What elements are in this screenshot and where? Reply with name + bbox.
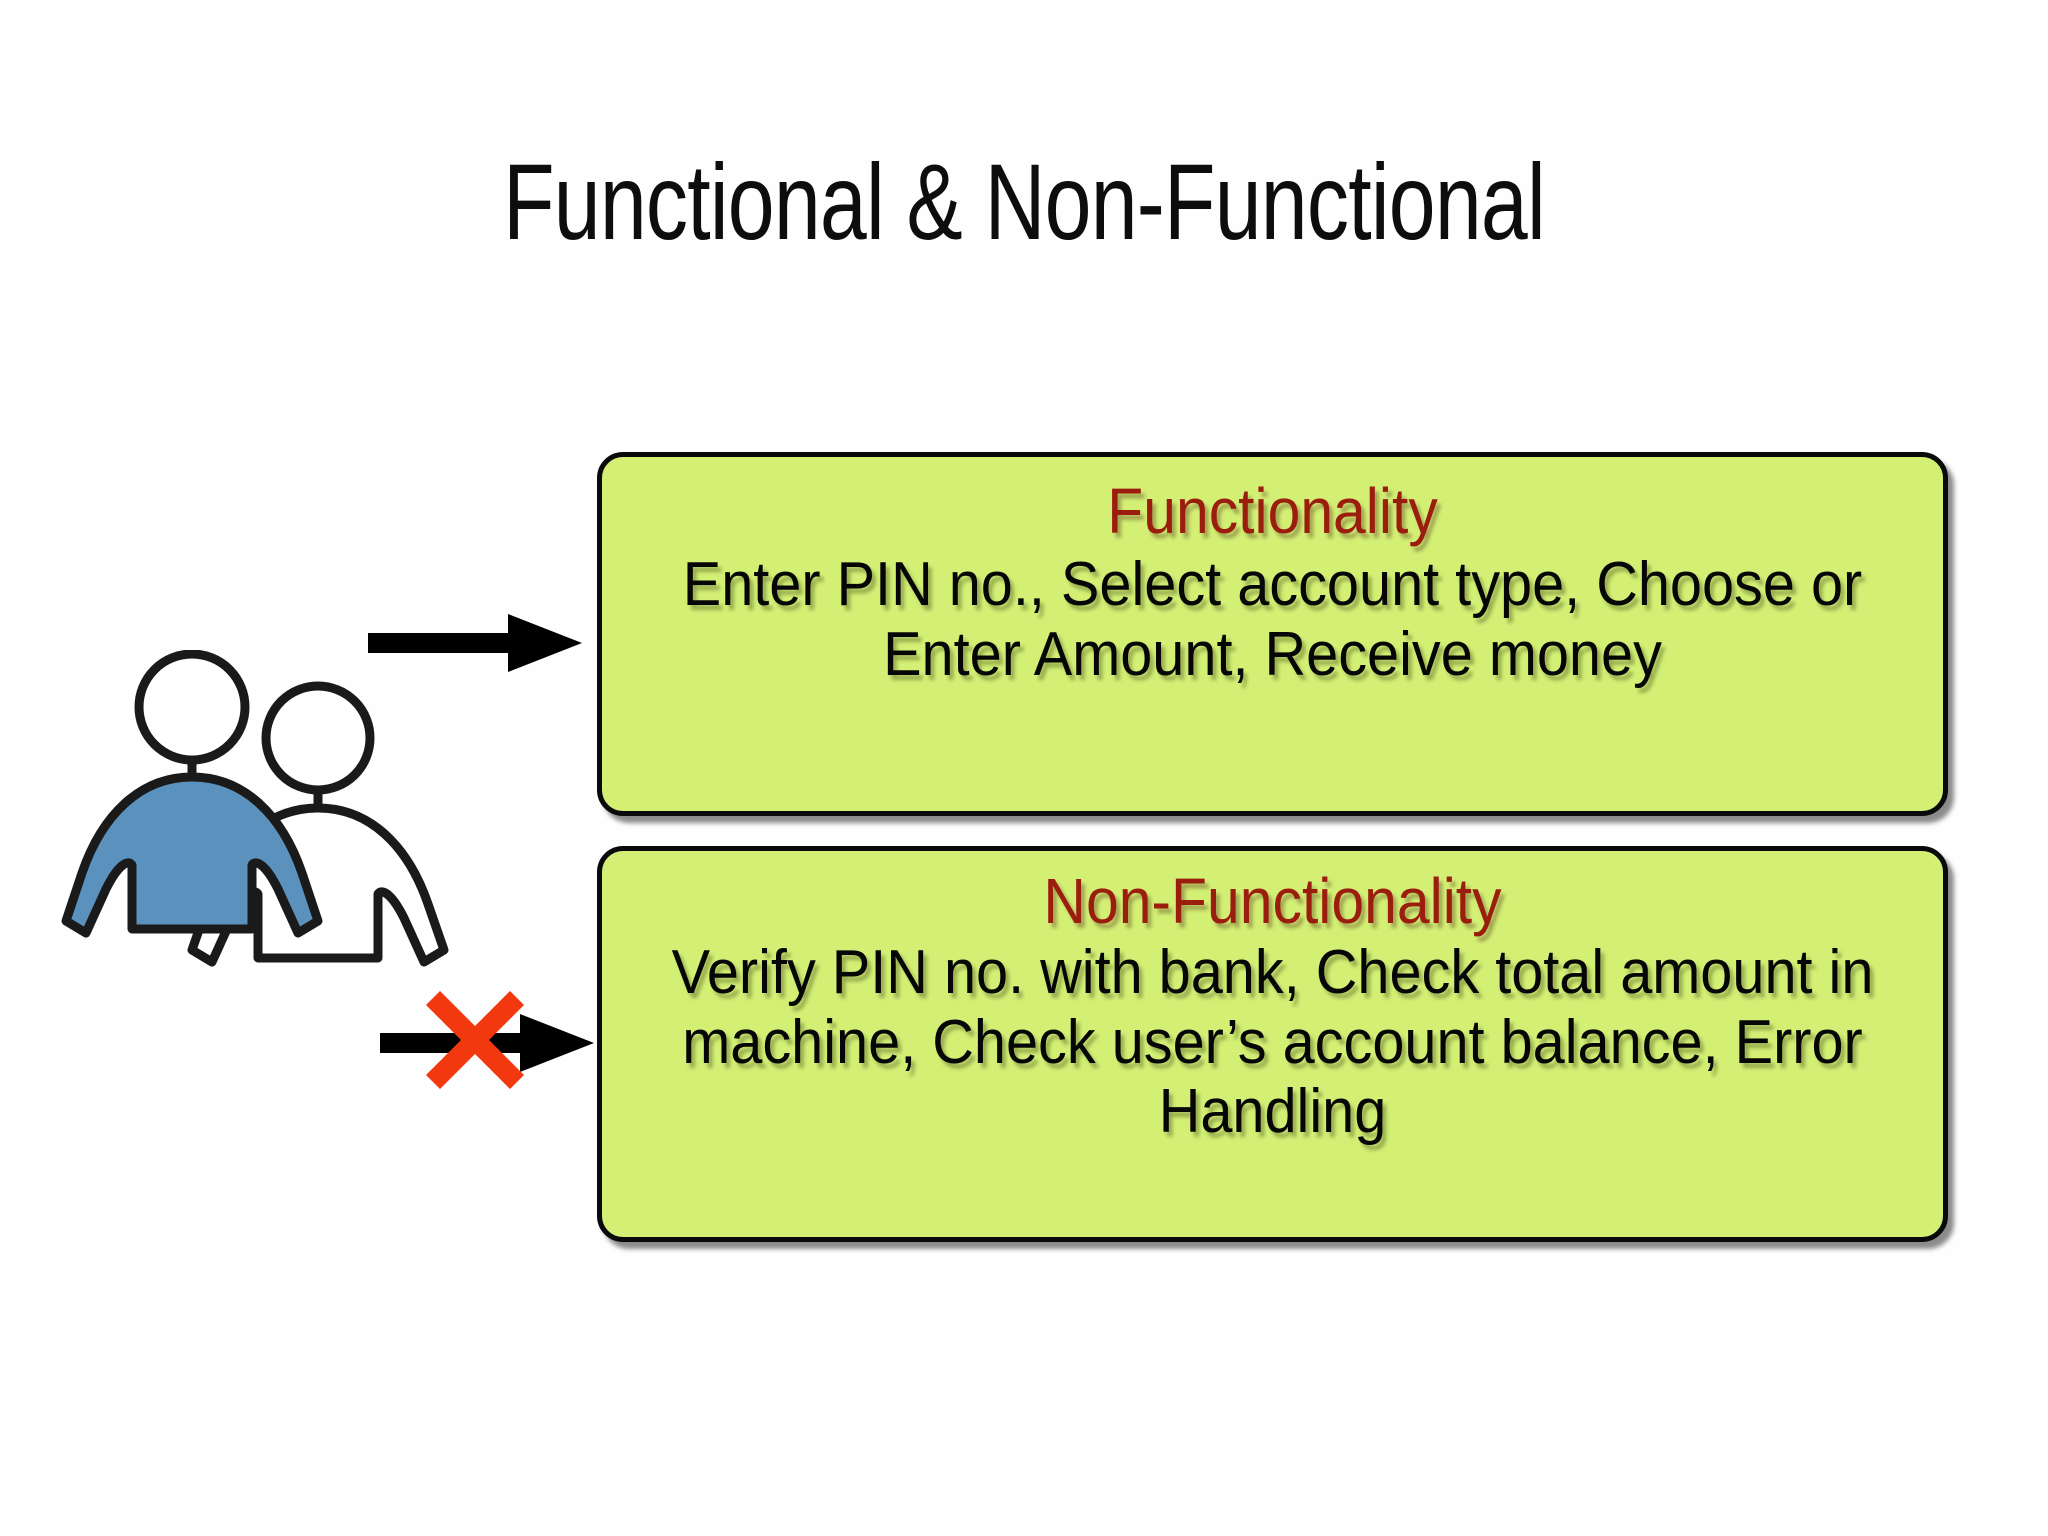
two-people-icon <box>52 650 472 995</box>
functionality-box: Functionality Enter PIN no., Select acco… <box>597 452 1948 816</box>
non-functionality-body: Verify PIN no. with bank, Check total am… <box>671 938 1874 1147</box>
functionality-body: Enter PIN no., Select account type, Choo… <box>682 550 1863 689</box>
page-title: Functional & Non-Functional <box>503 141 1546 262</box>
red-x-icon <box>420 985 530 1095</box>
functionality-heading: Functionality <box>1107 475 1438 547</box>
person-left <box>61 650 323 938</box>
non-functionality-heading: Non-Functionality <box>1043 865 1502 937</box>
non-functionality-box: Non-Functionality Verify PIN no. with ba… <box>597 846 1948 1242</box>
arrow-functional-icon <box>368 612 584 674</box>
